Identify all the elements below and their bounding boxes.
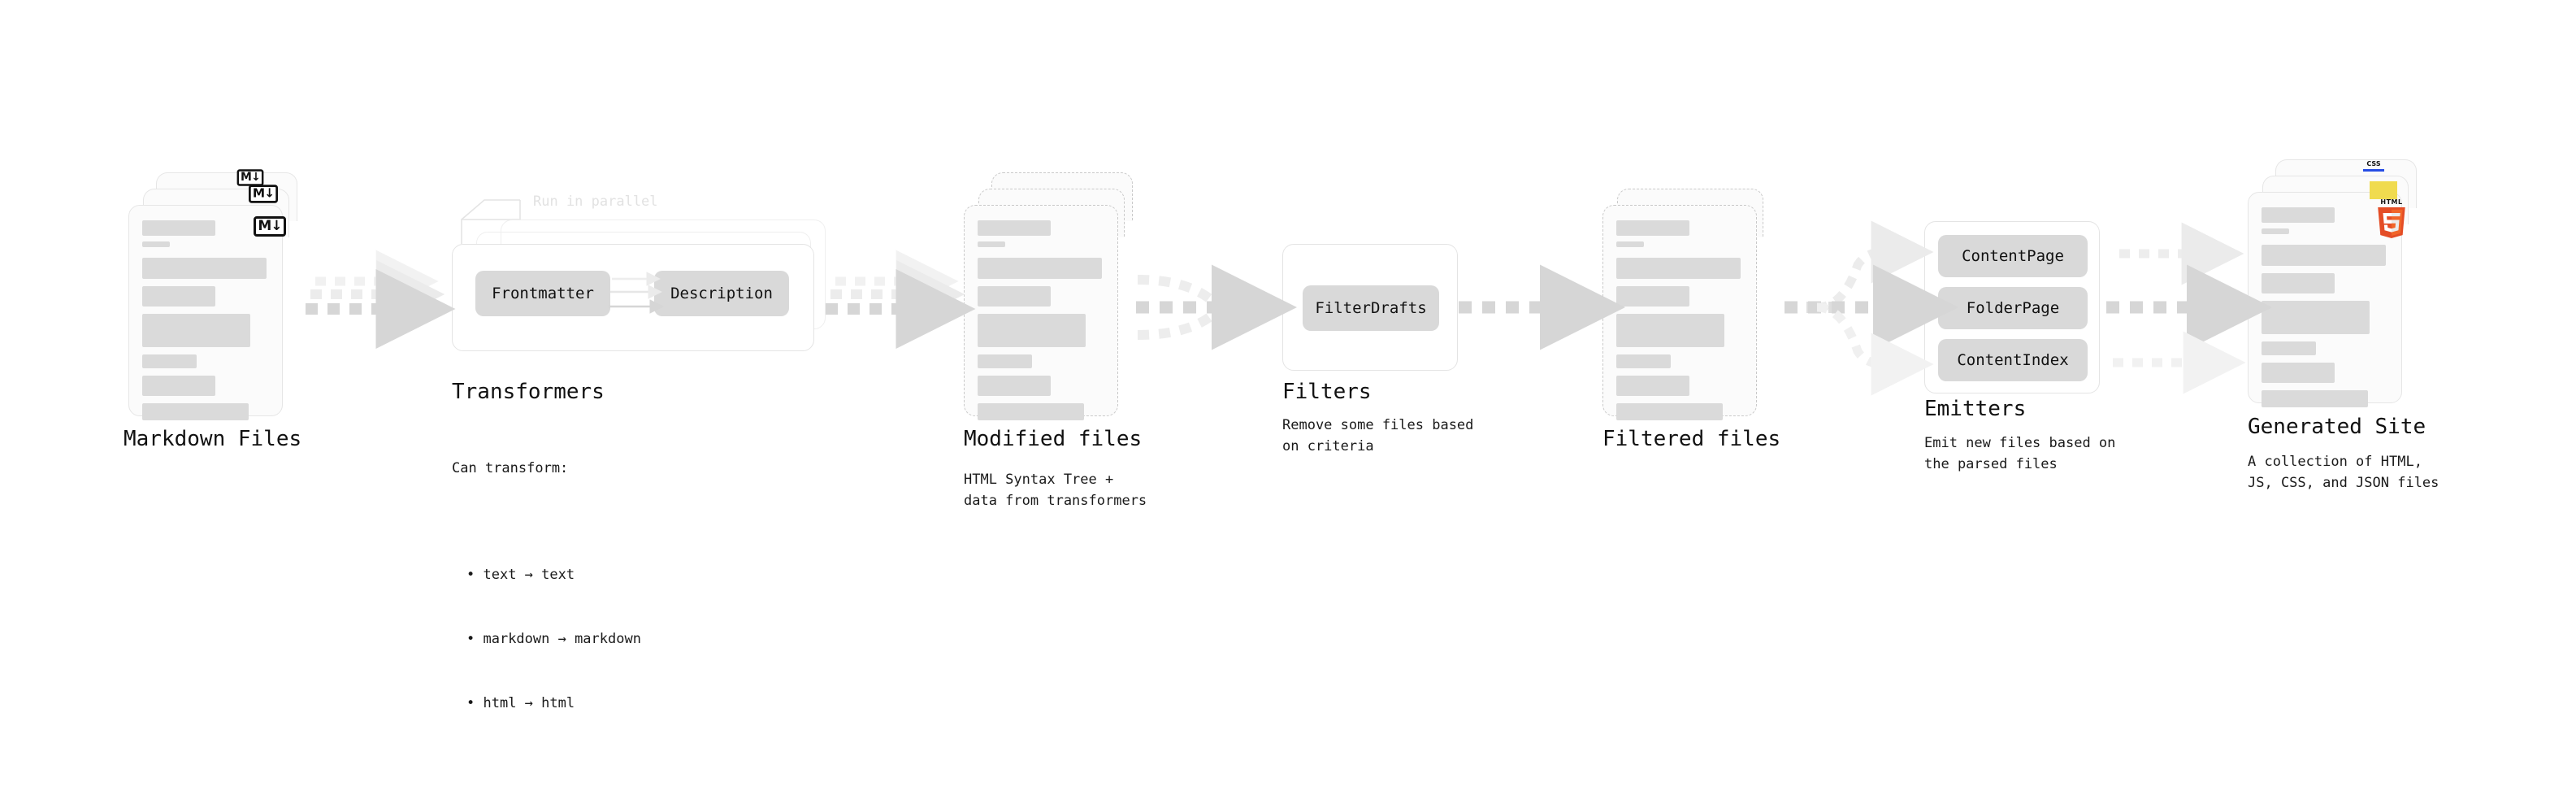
html5-shield-icon xyxy=(2378,207,2405,238)
skeleton-line xyxy=(2262,390,2369,407)
skeleton-line xyxy=(2262,301,2370,334)
skeleton-line xyxy=(2262,273,2335,293)
transformers-list: text → text markdown → markdown html → h… xyxy=(452,522,641,758)
parallel-bracket-icon xyxy=(461,199,521,244)
transformers-list-item: text → text xyxy=(466,564,641,585)
skeleton-line xyxy=(2262,363,2335,383)
modified-file-stack xyxy=(964,172,1133,420)
skeleton-line xyxy=(1616,286,1690,307)
caption-generated-site: A collection of HTML, JS, CSS, and JSON … xyxy=(2248,454,2439,492)
skeleton-subheading xyxy=(1616,241,1645,247)
skeleton-line xyxy=(142,376,216,396)
skeleton-heading xyxy=(142,220,216,236)
modified-card-front xyxy=(964,205,1118,420)
skeleton-heading xyxy=(978,220,1052,236)
markdown-badge: M↓ xyxy=(254,216,286,237)
pill-contentindex[interactable]: ContentIndex xyxy=(1938,339,2088,381)
html5-icon: HTML xyxy=(2376,198,2407,241)
label-filtered-files: Filtered files xyxy=(1602,427,1781,451)
arrow-filtered-to-emitters xyxy=(1785,220,1958,396)
skeleton-line xyxy=(142,354,197,368)
skeleton-subheading xyxy=(978,241,1006,247)
arrow-emitters-to-site xyxy=(2106,222,2272,394)
skeleton-line xyxy=(1616,314,1724,347)
transformers-lead: Can transform: xyxy=(452,459,569,476)
skeleton-line xyxy=(1616,258,1741,279)
filtered-card-front xyxy=(1602,205,1757,420)
diagram-canvas: M↓ M↓ M↓ Markdown Files Run in parallel xyxy=(0,0,2576,681)
markdown-card-front xyxy=(128,205,283,420)
pill-description[interactable]: Description xyxy=(654,271,789,316)
caption-filters: Remove some files based on criteria xyxy=(1282,417,1474,455)
javascript-icon xyxy=(2370,181,2397,199)
arrow-markdown-to-transformers xyxy=(306,250,456,349)
label-markdown-files: Markdown Files xyxy=(124,427,302,451)
skeleton-heading xyxy=(1616,220,1690,236)
pill-contentpage[interactable]: ContentPage xyxy=(1938,235,2088,277)
label-modified-files: Modified files xyxy=(964,427,1143,451)
skeleton-line xyxy=(2262,341,2317,355)
pill-frontmatter[interactable]: Frontmatter xyxy=(475,271,610,316)
stage-emitters: ContentPage FolderPage ContentIndex xyxy=(1924,221,2100,393)
stage-markdown-files: M↓ M↓ M↓ xyxy=(128,169,297,420)
skeleton-line xyxy=(142,286,216,307)
css3-icon: CSS xyxy=(2363,160,2384,172)
arrow-modified-to-filters xyxy=(1136,264,1297,350)
emitters-box: ContentPage FolderPage ContentIndex xyxy=(1924,221,2100,393)
markdown-badge-back-1: M↓ xyxy=(249,185,278,203)
stage-modified-files xyxy=(964,172,1133,420)
skeleton-line xyxy=(142,403,249,420)
filters-box: FilterDrafts xyxy=(1282,244,1458,371)
transformers-box: Frontmatter Description xyxy=(452,244,814,351)
skeleton-line xyxy=(978,376,1052,396)
stage-filters: FilterDrafts xyxy=(1282,244,1458,371)
caption-transformers: Can transform: text → text markdown → ma… xyxy=(452,415,641,800)
site-card-front xyxy=(2248,192,2402,407)
skeleton-line xyxy=(978,314,1086,347)
stage-filtered-files xyxy=(1602,172,1772,420)
transformers-list-item: html → html xyxy=(466,693,641,714)
label-generated-site: Generated Site xyxy=(2248,415,2426,439)
skeleton-line xyxy=(978,403,1085,420)
caption-emitters: Emit new files based on the parsed files xyxy=(1924,435,2116,473)
pill-description-label: Description xyxy=(670,285,773,302)
label-emitters: Emitters xyxy=(1924,397,2027,421)
skeleton-line xyxy=(978,286,1052,307)
pill-frontmatter-label: Frontmatter xyxy=(492,285,594,302)
generated-site-stack: CSS HTML xyxy=(2248,159,2417,407)
skeleton-line xyxy=(2262,245,2386,266)
transformers-list-item: markdown → markdown xyxy=(466,628,640,650)
pill-contentpage-label: ContentPage xyxy=(1962,247,2064,265)
skeleton-line xyxy=(1616,354,1672,368)
pill-filterdrafts[interactable]: FilterDrafts xyxy=(1303,285,1439,331)
stage-generated-site: CSS HTML xyxy=(2248,159,2417,407)
label-filters: Filters xyxy=(1282,380,1372,404)
caption-modified-files: HTML Syntax Tree + data from transformer… xyxy=(964,472,1147,510)
pill-folderpage-label: FolderPage xyxy=(1966,299,2060,317)
filtered-file-stack xyxy=(1602,172,1772,420)
skeleton-line xyxy=(978,354,1033,368)
pill-filterdrafts-label: FilterDrafts xyxy=(1315,299,1427,317)
skeleton-subheading xyxy=(142,241,171,247)
pill-folderpage[interactable]: FolderPage xyxy=(1938,287,2088,329)
skeleton-line xyxy=(142,258,267,279)
skeleton-line xyxy=(142,314,250,347)
markdown-file-stack: M↓ M↓ M↓ xyxy=(128,169,297,420)
markdown-badge-back-2: M↓ xyxy=(236,169,264,186)
skeleton-heading xyxy=(2262,207,2335,223)
transformer-inner-arrows-icon xyxy=(609,272,664,314)
skeleton-line xyxy=(978,258,1102,279)
run-in-parallel-note: Run in parallel xyxy=(533,193,658,210)
skeleton-line xyxy=(1616,403,1724,420)
skeleton-subheading xyxy=(2262,228,2290,234)
label-transformers: Transformers xyxy=(452,380,605,404)
pill-contentindex-label: ContentIndex xyxy=(1957,351,2069,369)
arrow-transformers-to-modified xyxy=(826,250,976,349)
skeleton-line xyxy=(1616,376,1690,396)
